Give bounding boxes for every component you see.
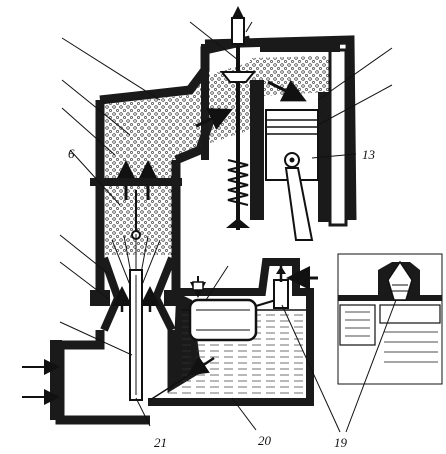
label-19: 19 — [334, 435, 348, 450]
intake-valve[interactable] — [219, 6, 257, 230]
fuel-jet-tube — [129, 269, 143, 401]
piston[interactable] — [265, 109, 319, 241]
label-21: 21 — [154, 435, 167, 450]
float[interactable] — [188, 298, 277, 342]
label-6: 6 — [68, 146, 75, 161]
inset-detail-frame — [337, 253, 443, 385]
label-20: 20 — [258, 433, 272, 448]
venturi-diffuser — [90, 234, 184, 332]
needle-valve[interactable] — [273, 266, 318, 309]
leader-lines — [59, 21, 397, 433]
label-13: 13 — [362, 147, 376, 162]
